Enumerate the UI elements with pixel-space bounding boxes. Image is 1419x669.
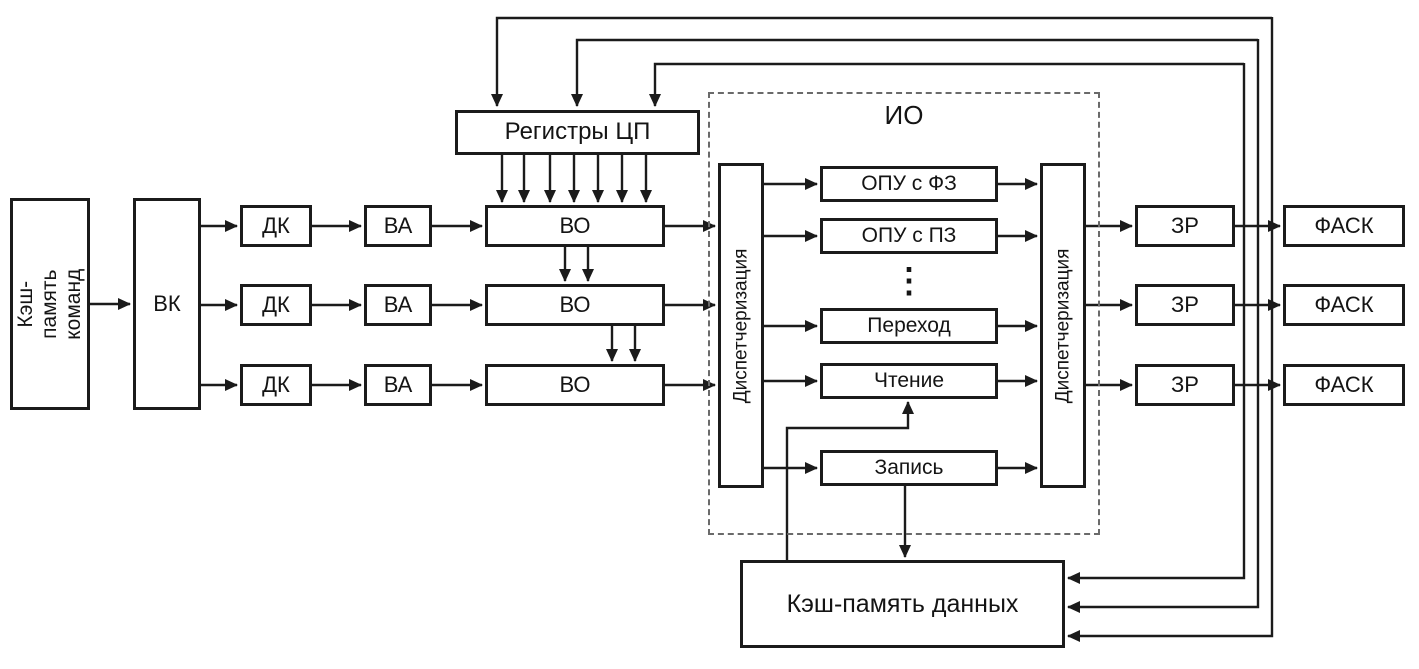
execution-stage-label: ИО [884,99,924,130]
zr-block-1: ЗР [1135,205,1235,247]
decode-label: ДК [262,371,290,397]
instruction-cache-label: Кэш-память команд [13,268,86,340]
vo-label: ВО [559,291,591,317]
dispatch-left-label: Диспетчеризация [730,248,752,403]
data-cache-label: Кэш-память данных [786,590,1019,618]
fask-label: ФАСК [1314,212,1374,238]
unit-read-box: Чтение [820,363,998,399]
vo-label: ВО [559,371,591,397]
fask-block-2: ФАСК [1283,284,1405,326]
arrow [1067,39,1260,613]
fetch-label: ВК [153,290,181,316]
arrow [1067,17,1274,642]
decode-label: ДК [262,291,290,317]
fask-block-3: ФАСК [1283,364,1405,406]
arrow [1067,63,1246,584]
zr-block-3: ЗР [1135,364,1235,406]
unit-fz-label: ОПУ с ФЗ [861,172,957,196]
decode-block-2: ДК [240,284,312,326]
zr-label: ЗР [1171,212,1199,238]
va-block-3: ВА [364,364,432,406]
arrow [649,62,1244,107]
arrow [571,38,1258,107]
arrow-group [90,16,1281,642]
vo-label: ВО [559,212,591,238]
unit-write-label: Запись [874,456,944,480]
unit-write-box: Запись [820,450,998,486]
dispatch-right-label: Диспетчеризация [1052,248,1074,403]
zr-block-2: ЗР [1135,284,1235,326]
unit-read-label: Чтение [873,369,945,393]
fask-label: ФАСК [1314,371,1374,397]
zr-label: ЗР [1171,371,1199,397]
instruction-cache-box: Кэш-память команд [10,198,90,410]
va-label: ВА [383,291,413,317]
vo-block-1: ВО [485,205,665,247]
arrow [785,401,914,560]
cpu-registers-label: Регистры ЦП [504,118,651,146]
unit-pz-box: ОПУ с ПЗ [820,218,998,254]
dispatch-left-box: Диспетчеризация [718,163,764,488]
fetch-block: ВК [133,198,201,410]
execution-stage-dashed-box [708,92,1100,535]
arrow [491,16,1272,107]
unit-pz-label: ОПУ с ПЗ [861,224,957,248]
unit-fz-box: ОПУ с ФЗ [820,166,998,202]
fask-label: ФАСК [1314,291,1374,317]
decode-block-1: ДК [240,205,312,247]
dispatch-right-box: Диспетчеризация [1040,163,1086,488]
data-cache-box: Кэш-память данных [740,560,1065,648]
fask-block-1: ФАСК [1283,205,1405,247]
unit-branch-box: Переход [820,308,998,344]
decode-label: ДК [262,212,290,238]
units-ellipsis: ⋮ [892,261,926,300]
cpu-registers-box: Регистры ЦП [455,110,700,155]
unit-branch-label: Переход [867,314,951,338]
decode-block-3: ДК [240,364,312,406]
vo-block-3: ВО [485,364,665,406]
va-block-2: ВА [364,284,432,326]
va-block-1: ВА [364,205,432,247]
zr-label: ЗР [1171,291,1199,317]
va-label: ВА [383,371,413,397]
vo-block-2: ВО [485,284,665,326]
va-label: ВА [383,212,413,238]
